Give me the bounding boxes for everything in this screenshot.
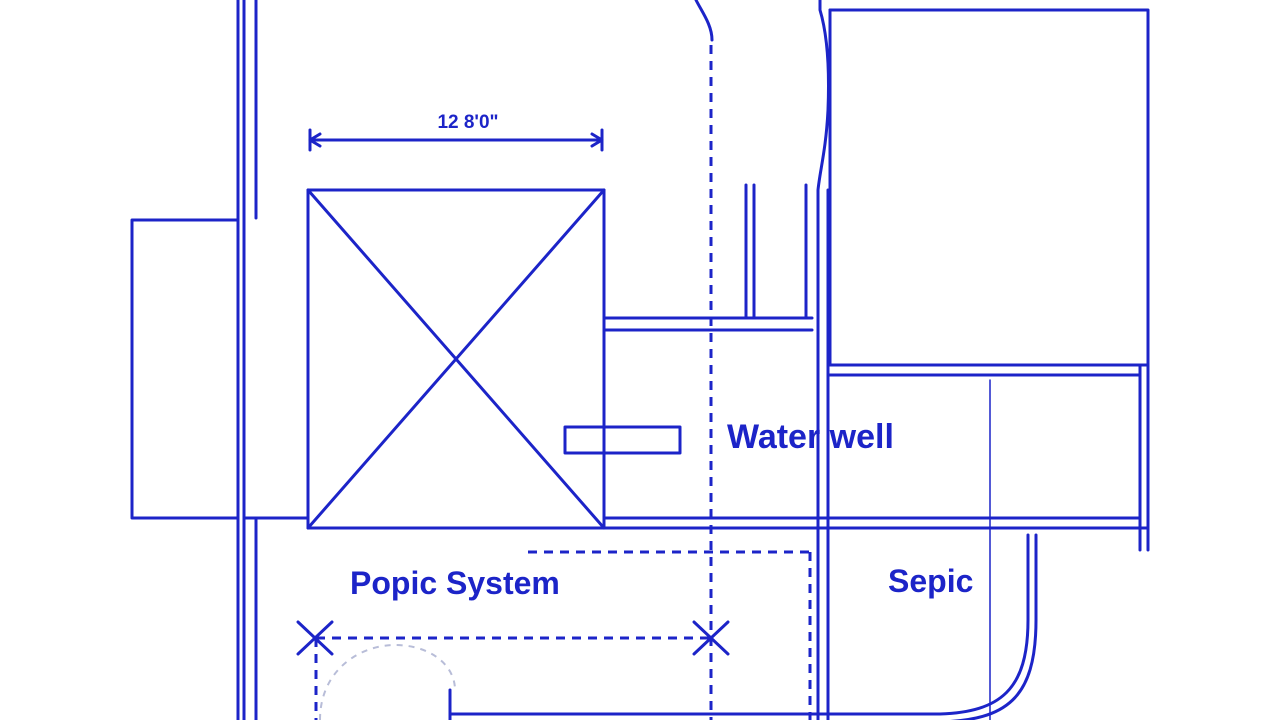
marker-x-right-icon (692, 620, 730, 656)
drain-field-arc (319, 643, 456, 720)
system-label: Popic System (350, 565, 560, 601)
septic-line (448, 533, 1038, 720)
marker-x-left-icon (296, 620, 334, 656)
right-building (826, 8, 1150, 552)
structure-footprint (306, 188, 606, 530)
dimension-line (308, 128, 604, 152)
water-well-label: Water well (727, 418, 894, 456)
middle-corridor (602, 183, 1150, 530)
left-boundary-wall (236, 0, 258, 720)
pipe-element (563, 425, 682, 455)
left-annex-box (130, 218, 240, 520)
septic-label: Sepic (888, 563, 973, 599)
curved-path (694, 0, 831, 720)
dimension-label: 12 8'0" (437, 112, 498, 133)
